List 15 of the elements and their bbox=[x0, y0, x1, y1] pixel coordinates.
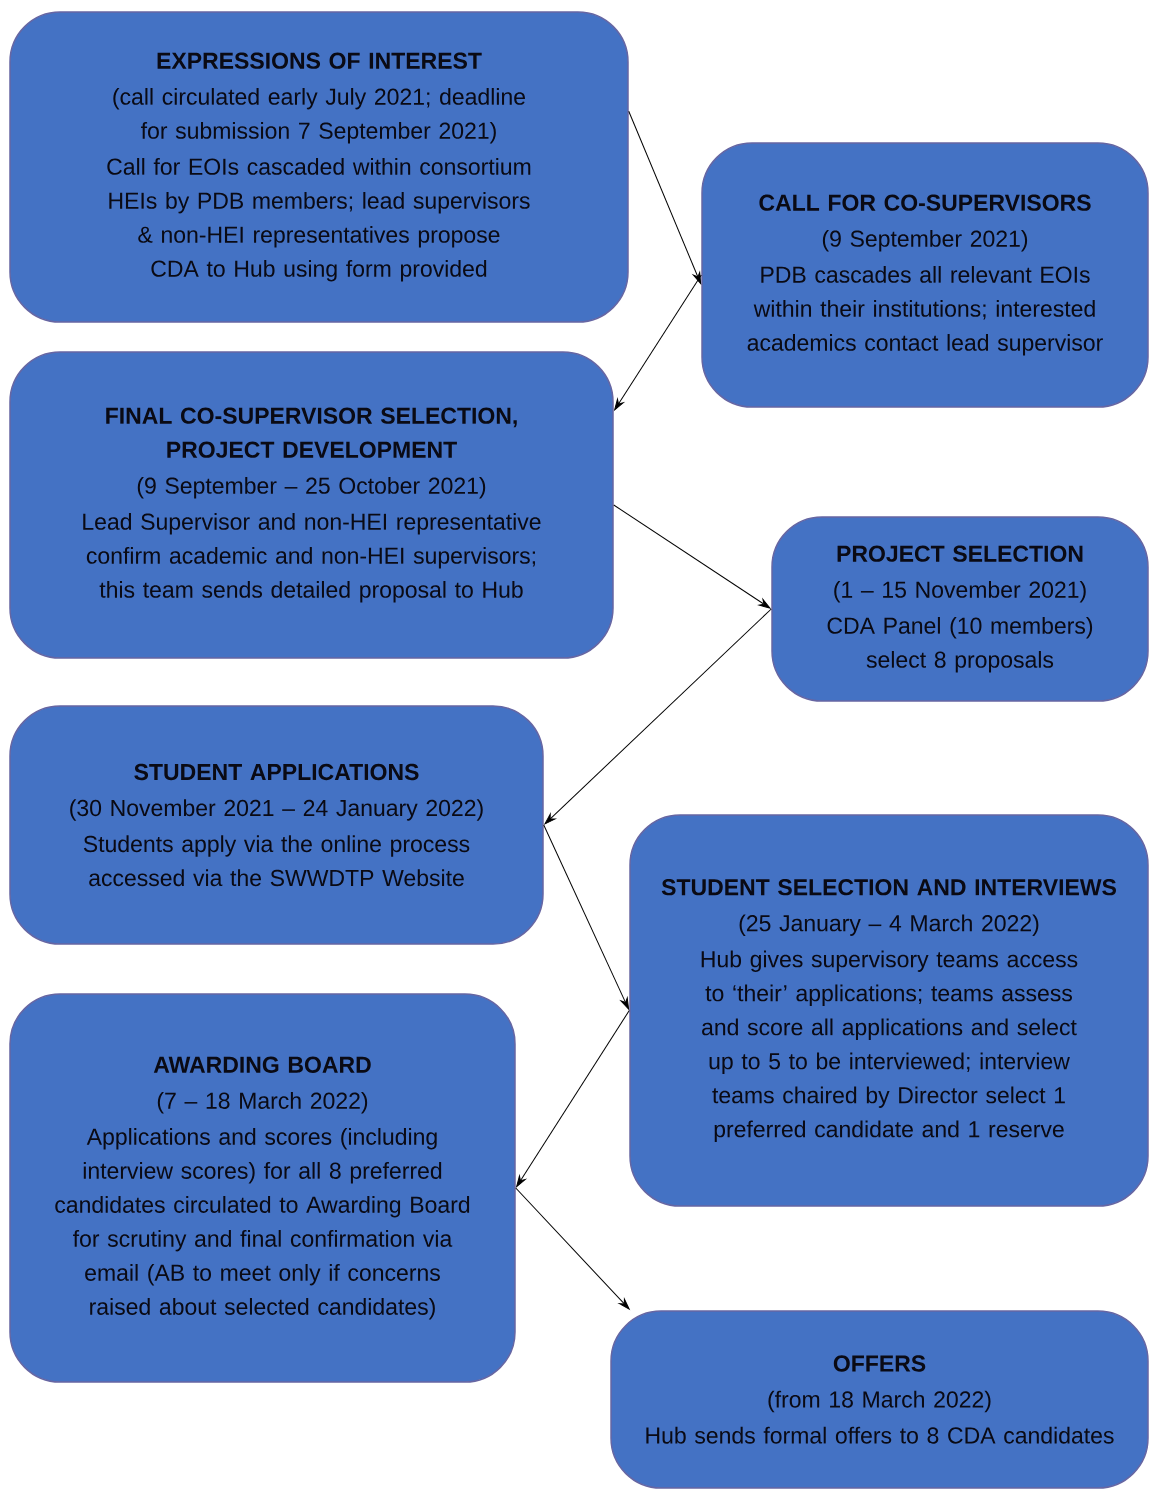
stage-box: FINAL CO-SUPERVISOR SELECTION, PROJECT DEVELOPMENT (9 September – 25 October 2021) Lead Supervisor and non-HEI representative confirm academic and non-HEI supervisors; this team sends detailed proposal to Hub bbox=[9, 351, 614, 659]
stage-box: AWARDING BOARD (7 – 18 March 2022) Applications and scores (including interview scores) for all 8 preferred candidates circulated to Awarding Board for scrutiny and final confirmation via email (AB to meet only if concerns raised about selected candidates) bbox=[9, 993, 516, 1383]
arrow bbox=[628, 110, 702, 284]
stage-box: STUDENT APPLICATIONS (30 November 2021 – 24 January 2022) Students apply via the online process accessed via the SWWDTP Website bbox=[9, 705, 544, 945]
arrow bbox=[613, 504, 771, 609]
arrow bbox=[543, 824, 630, 1010]
stage-box: CALL FOR CO-SUPERVISORS (9 September 2021) PDB cascades all relevant EOIs within their institutions; interested academics contact lead supervisor bbox=[701, 142, 1149, 408]
stage-box: EXPRESSIONS OF INTEREST (call circulated early July 2021; deadline for submission 7 September 2021) Call for EOIs cascaded within consortium HEIs by PDB members; lead supervisors & non-HEI representatives propose CDA to Hub using form provided bbox=[9, 11, 629, 323]
arrow bbox=[516, 1010, 630, 1188]
stage-box: OFFERS (from 18 March 2022) Hub sends formal offers to 8 CDA candidates bbox=[610, 1310, 1149, 1489]
arrow bbox=[544, 608, 772, 825]
stage-box: PROJECT SELECTION (1 – 15 November 2021) CDA Panel (10 members) select 8 proposals bbox=[771, 516, 1149, 702]
arrow bbox=[515, 1187, 630, 1310]
stage-box: STUDENT SELECTION AND INTERVIEWS (25 January – 4 March 2022) Hub gives supervisory teams access to ‘their’ applications; teams assess and score all applications and select up to 5 to be interviewed; interview teams chaired by Director select 1 preferred candidate and 1 reserve bbox=[629, 814, 1149, 1207]
arrow bbox=[614, 274, 702, 411]
